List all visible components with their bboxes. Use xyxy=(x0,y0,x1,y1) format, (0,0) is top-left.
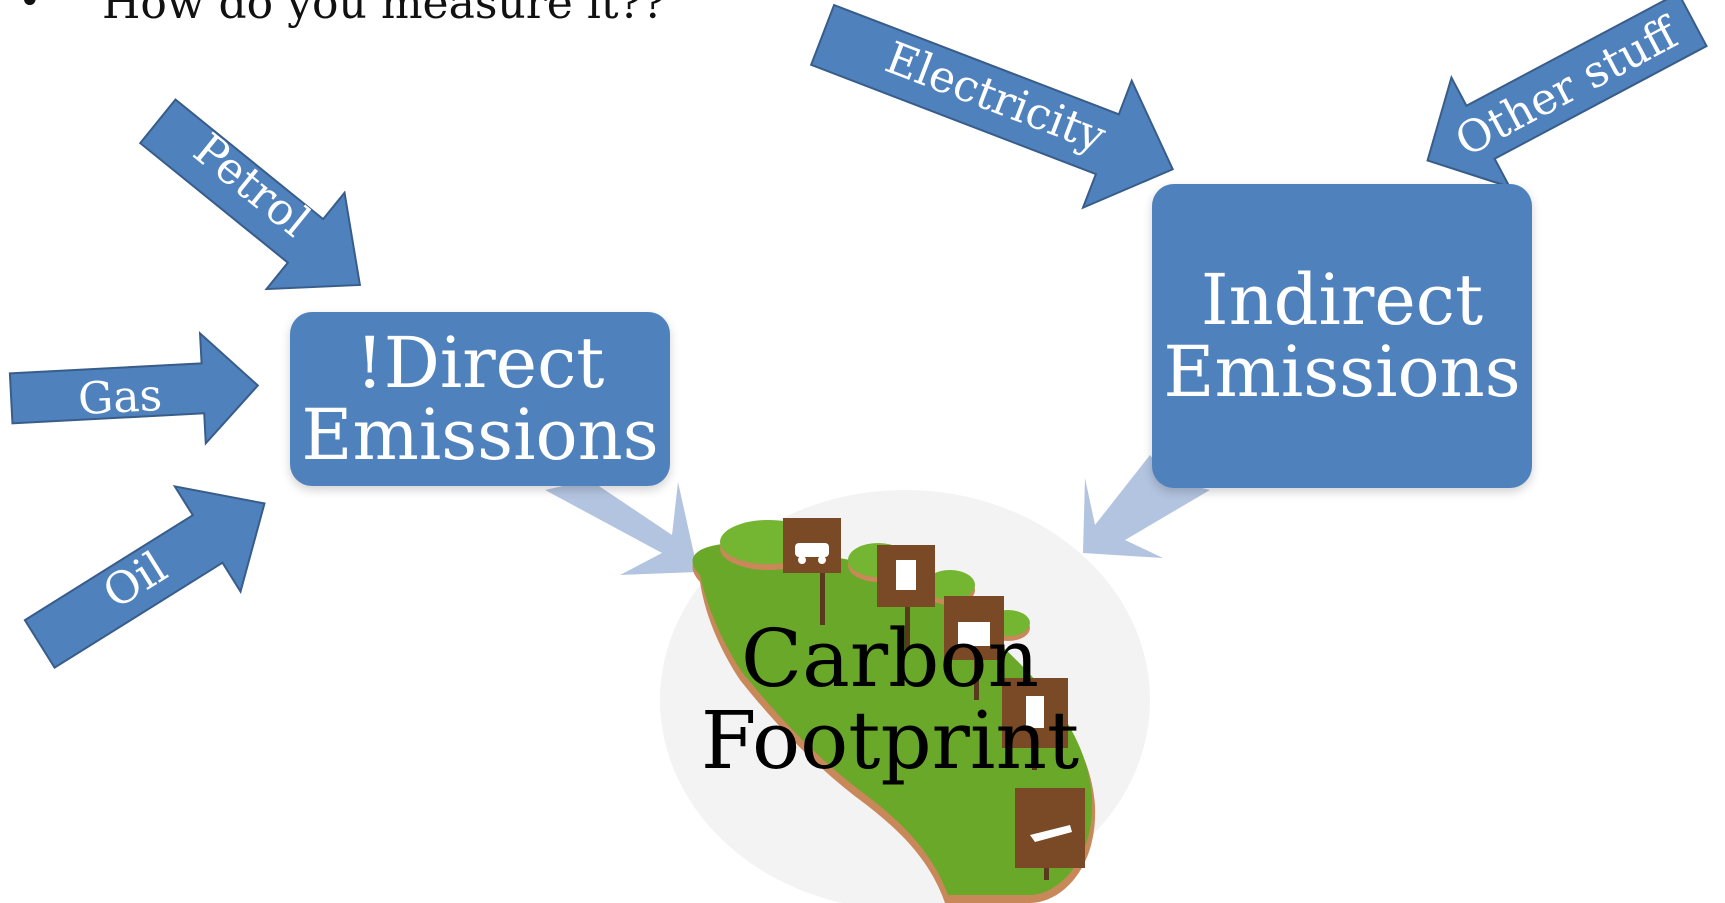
arrow-oil xyxy=(23,484,266,670)
sign-factory xyxy=(944,596,1004,700)
sign-fuel xyxy=(1002,678,1068,770)
arrow-label-gas: Gas xyxy=(76,369,164,426)
bullet-dot: • xyxy=(18,0,42,24)
bullet-item: • How do you measure it?? xyxy=(18,0,666,29)
flow-arrow-indirect xyxy=(1083,455,1210,558)
flow-arrow-direct xyxy=(545,480,698,575)
footprint-image xyxy=(692,518,1096,903)
carbon-footprint-label: Carbon Footprint xyxy=(700,618,1080,781)
direct-emissions-line2: Emissions xyxy=(301,394,659,476)
arrow-petrol xyxy=(138,98,362,291)
arrow-electricity xyxy=(809,3,1175,210)
sign-car xyxy=(783,518,841,625)
bullet-text: How do you measure it?? xyxy=(102,0,666,29)
carbon-footprint-line1: Carbon xyxy=(740,612,1040,705)
indirect-emissions-line2: Emissions xyxy=(1163,331,1521,413)
direct-emissions-box: !Direct Emissions xyxy=(290,312,670,486)
direct-emissions-line1: !Direct xyxy=(355,321,605,404)
indirect-emissions-line1: Indirect xyxy=(1200,258,1484,341)
carbon-footprint-line2: Footprint xyxy=(700,693,1080,787)
arrow-gas xyxy=(8,331,260,446)
arrow-other-stuff xyxy=(1426,0,1708,189)
indirect-emissions-box: Indirect Emissions xyxy=(1152,184,1532,488)
sign-trash xyxy=(877,545,935,650)
sign-plane xyxy=(1015,788,1085,880)
